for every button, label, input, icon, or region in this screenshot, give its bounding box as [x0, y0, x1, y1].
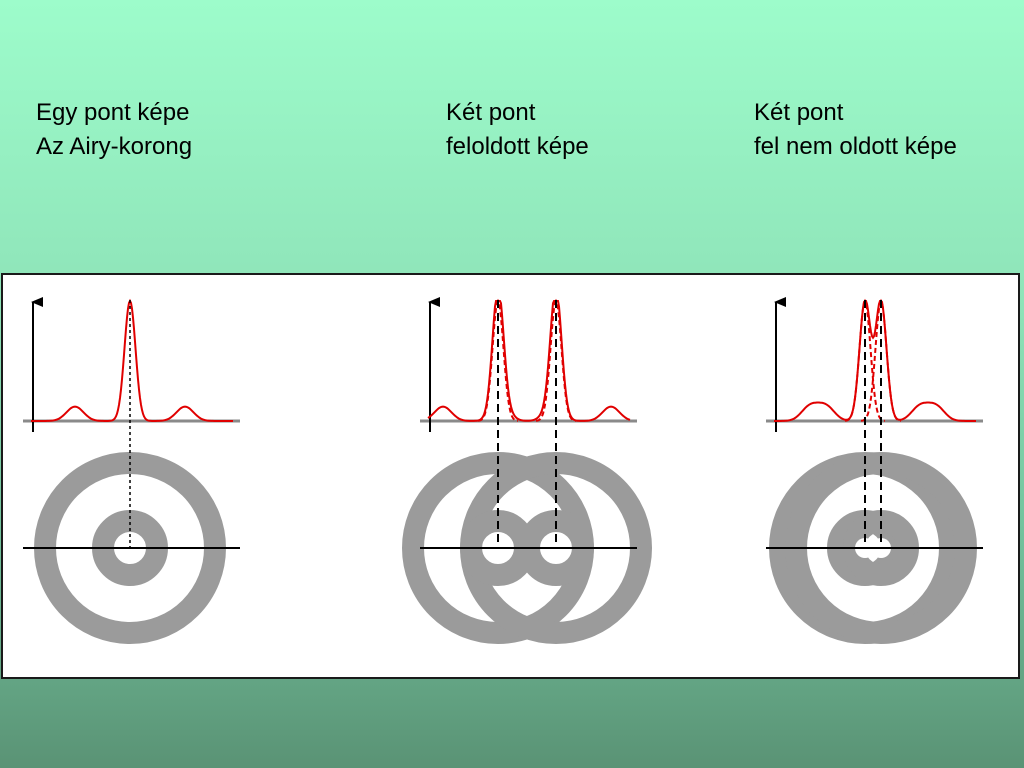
caption-resolved: Két pont feloldott képe	[446, 96, 589, 164]
subdiagram-2	[402, 297, 652, 644]
caption-single-point-line1: Egy pont képe	[36, 99, 190, 126]
caption-single-point-line2: Az Airy-korong	[36, 133, 193, 160]
subdiagram-3	[766, 297, 983, 644]
caption-resolved-line1: Két pont	[446, 99, 536, 126]
combined-intensity-curve	[427, 300, 631, 422]
caption-unresolved: Két pont fel nem oldott képe	[754, 96, 957, 164]
intensity-curve	[31, 298, 233, 422]
caption-unresolved-line1: Két pont	[754, 99, 844, 126]
caption-unresolved-line2: fel nem oldott képe	[754, 133, 957, 160]
combined-intensity-curve	[774, 300, 976, 422]
subdiagram-1	[23, 297, 240, 644]
caption-resolved-line2: feloldott képe	[446, 133, 589, 160]
caption-single-point: Egy pont képe Az Airy-korong	[36, 96, 192, 164]
